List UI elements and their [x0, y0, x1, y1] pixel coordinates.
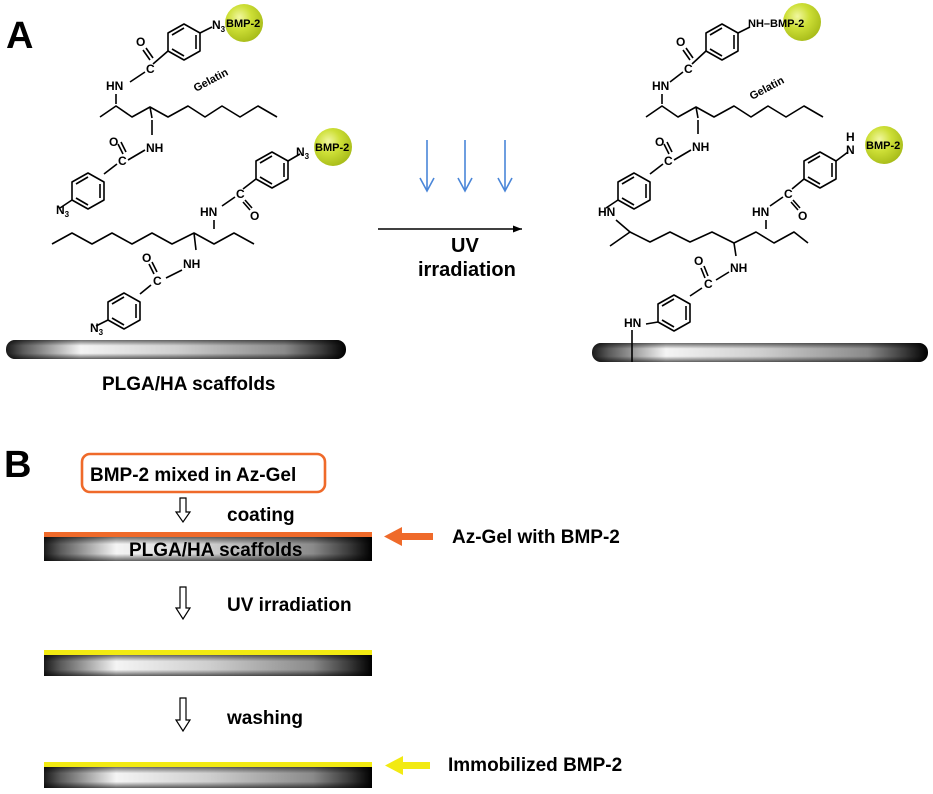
- scaffold-rod-left: [6, 340, 346, 359]
- panel-a-label: A: [6, 15, 33, 57]
- benzene-ring-bottom-right: [657, 294, 691, 332]
- uv-arrow-icon: [419, 140, 435, 193]
- oxygen-label: O: [250, 209, 259, 223]
- oxygen-label: O: [136, 35, 145, 49]
- azide-label: N3: [90, 321, 104, 337]
- mix-box-label: BMP-2 mixed in Az-Gel: [90, 465, 296, 486]
- reaction-label-irradiation: irradiation: [418, 259, 516, 281]
- hn-label: HN: [652, 79, 669, 93]
- benzene-ring-bottom-left: [107, 292, 141, 330]
- step-coating: coating: [227, 505, 295, 526]
- scaffold-rod-right: [592, 343, 928, 362]
- hn-label: HN: [624, 316, 641, 330]
- callout-az-gel: Az-Gel with BMP-2: [452, 527, 620, 548]
- benzene-ring-right-upper: [255, 151, 289, 189]
- hn-label: HN: [200, 205, 217, 219]
- carbon-label: C: [684, 62, 693, 76]
- benzene-ring-right-upper-product: [803, 151, 837, 189]
- carbon-label: C: [704, 277, 713, 291]
- scaffold-rod-uv: [44, 650, 372, 676]
- h-label: H: [846, 130, 855, 144]
- carbon-label: C: [153, 274, 162, 288]
- hollow-arrow-icon: [174, 697, 192, 733]
- nh-label: NH: [730, 261, 747, 275]
- bmp2-label-1: BMP-2: [226, 18, 260, 30]
- benzene-ring-top-left: [167, 23, 201, 61]
- bmp2-label-4: BMP-2: [866, 140, 900, 152]
- scaffold-rod-washed: [44, 762, 372, 788]
- carbon-label: C: [118, 154, 127, 168]
- hollow-arrow-icon: [174, 497, 192, 524]
- azide-label: N3: [296, 145, 310, 161]
- nh-label: NH: [146, 141, 163, 155]
- panel-b-label: B: [4, 444, 31, 486]
- bmp2-ball-2: [314, 128, 352, 166]
- carbon-label: C: [146, 62, 155, 76]
- callout-immobilized: Immobilized BMP-2: [448, 755, 622, 776]
- step-washing: washing: [226, 708, 303, 729]
- uv-arrow-icon: [457, 140, 473, 193]
- hn-label: HN: [598, 205, 615, 219]
- carbon-label: C: [236, 187, 245, 201]
- yellow-callout-arrow: [385, 756, 430, 775]
- benzene-ring-mid-right: [617, 172, 651, 210]
- bmp2-ball-1: [225, 4, 263, 42]
- azide-label: N3: [56, 203, 70, 219]
- oxygen-label: O: [694, 254, 703, 268]
- hn-label: HN: [752, 205, 769, 219]
- oxygen-label: O: [655, 135, 664, 149]
- oxygen-label: O: [142, 251, 151, 265]
- step-uv: UV irradiation: [227, 595, 352, 616]
- n-label: N: [846, 143, 855, 157]
- carbon-label: C: [664, 154, 673, 168]
- oxygen-label: O: [676, 35, 685, 49]
- reactant-structure: N3 BMP-2 C O HN Gelatin NH C O: [51, 4, 352, 337]
- benzene-ring-top-right: [705, 23, 739, 61]
- oxygen-label: O: [798, 209, 807, 223]
- oxygen-label: O: [109, 135, 118, 149]
- nh-bmp2-label-1: NH–BMP-2: [748, 18, 804, 30]
- nh-label: NH: [692, 140, 709, 154]
- uv-arrow-icon: [497, 140, 513, 193]
- nh-label: NH: [183, 257, 200, 271]
- gelatin-label: Gelatin: [748, 74, 787, 102]
- carbon-label: C: [784, 187, 793, 201]
- hollow-arrow-icon: [174, 586, 192, 621]
- reaction-label-uv: UV: [451, 235, 479, 257]
- nh-label: HN: [106, 79, 123, 93]
- bmp2-ball-3: [783, 3, 821, 41]
- bmp2-label-2: BMP-2: [315, 142, 349, 154]
- scaffold-label-b: PLGA/HA scaffolds: [129, 540, 303, 561]
- gelatin-label: Gelatin: [192, 66, 231, 94]
- scaffold-label-a: PLGA/HA scaffolds: [102, 374, 276, 395]
- bmp2-ball-4: [865, 126, 903, 164]
- azide-label: N3: [212, 18, 226, 34]
- product-structure: NH–BMP-2 C O HN Gelatin NH C O HN: [598, 3, 903, 345]
- scaffold-rod-coated: [44, 532, 372, 561]
- uv-arrows: [419, 140, 513, 193]
- benzene-ring-mid-left: [71, 172, 105, 210]
- mix-box: [80, 452, 327, 494]
- orange-callout-arrow: [384, 527, 433, 546]
